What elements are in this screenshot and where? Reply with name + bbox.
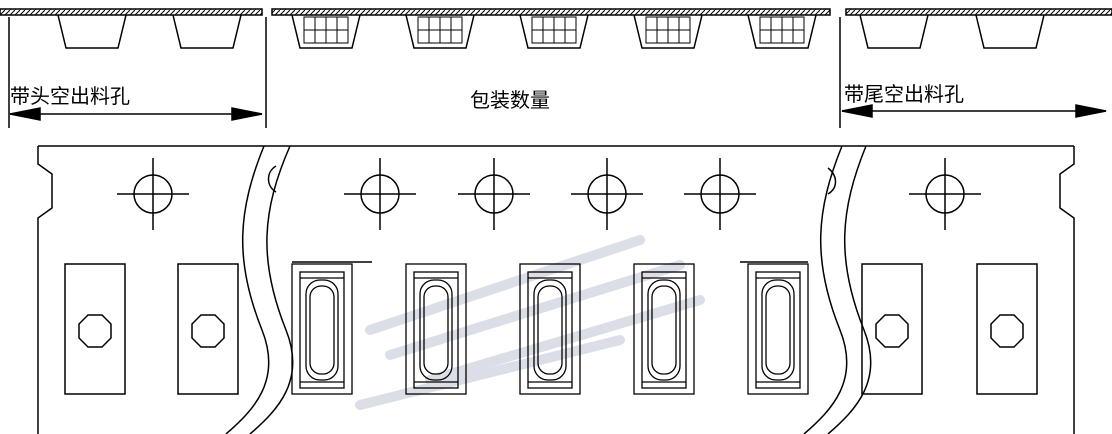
sprocket-holes: [117, 158, 981, 230]
filled-pocket: [519, 14, 589, 49]
trailer-empty-cavities: [861, 263, 1038, 395]
tape-edge-right: [1059, 146, 1075, 434]
surface-strip: [0, 8, 263, 16]
tape-plan-view: [37, 145, 1075, 434]
filled-pocket: [291, 14, 361, 49]
tape-cross-section: [0, 8, 1112, 128]
packing-quantity-label: 包装数量: [470, 88, 550, 112]
empty-pocket: [172, 14, 242, 49]
trailer-empty-pockets-label: 带尾空出料孔: [844, 82, 964, 106]
filled-pocket: [405, 14, 475, 49]
filled-cavities: [291, 263, 809, 395]
tape-edge-left: [37, 146, 53, 434]
filled-pocket: [633, 14, 703, 49]
leader-empty-pockets-label: 带头空出料孔: [10, 84, 130, 108]
break-line: [225, 145, 270, 434]
empty-pocket: [975, 14, 1045, 49]
component-grids: [303, 16, 805, 44]
empty-pocket: [859, 14, 929, 49]
surface-strip: [845, 8, 1112, 16]
dimension-arrows: [9, 104, 1107, 121]
surface-strip: [271, 8, 831, 16]
filled-pocket: [747, 14, 817, 49]
break-line: [249, 145, 294, 434]
empty-pocket: [57, 14, 127, 49]
watermark: [355, 235, 705, 410]
leader-empty-cavities: [64, 263, 239, 395]
break-line: [827, 145, 872, 434]
break-line: [803, 145, 848, 434]
